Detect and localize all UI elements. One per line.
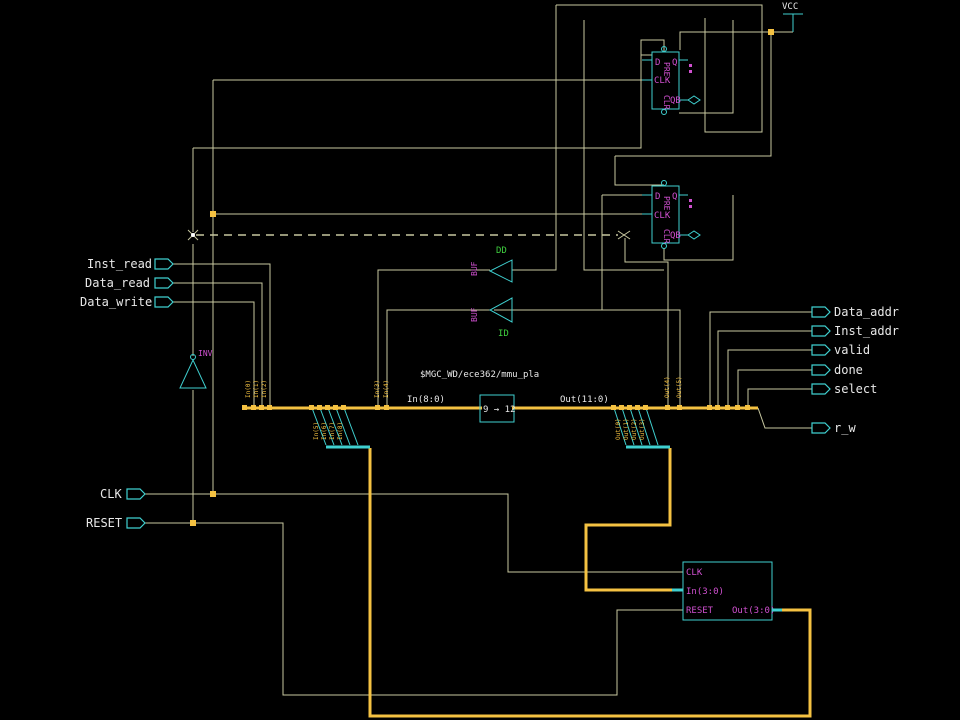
reg-out-pin: Out(3:0)	[732, 606, 775, 616]
input-port-data-read[interactable]: Data_read	[85, 276, 174, 290]
svg-text:In(0): In(0)	[245, 380, 252, 398]
vcc-label: VCC	[782, 2, 798, 12]
input-data-read-label: Data_read	[85, 276, 150, 290]
output-port-select[interactable]: select	[811, 382, 877, 396]
input-port-inst-read[interactable]: Inst_read	[87, 257, 174, 271]
state-register[interactable]: CLK In(3:0) RESET Out(3:0)	[672, 561, 782, 621]
svg-text:In(1): In(1)	[253, 380, 260, 398]
ff2-qb-pin: QB	[670, 231, 681, 241]
vcc-symbol: VCC	[782, 2, 803, 32]
input-clk-label: CLK	[100, 487, 122, 501]
svg-text:In(2): In(2)	[261, 380, 268, 398]
svg-text:Out(0): Out(0)	[615, 418, 622, 440]
output-data-addr-label: Data_addr	[834, 305, 899, 319]
reg-clk-pin: CLK	[686, 568, 703, 578]
reg-reset-pin: RESET	[686, 606, 714, 616]
svg-text:In(5): In(5)	[313, 422, 320, 440]
flipflop-1[interactable]: D CLK Q QB PRE CLR	[642, 46, 701, 115]
svg-text:In(4): In(4)	[383, 380, 390, 398]
output-port-r-w[interactable]: r_w	[811, 421, 856, 435]
net-cross-marker-right	[617, 230, 631, 240]
pla-out-bus-label: Out(11:0)	[560, 395, 609, 405]
input-port-reset[interactable]: RESET	[86, 516, 146, 530]
input-inst-read-label: Inst_read	[87, 257, 152, 271]
svg-text:In(7): In(7)	[329, 422, 336, 440]
svg-text:Out(2): Out(2)	[631, 418, 638, 440]
output-port-data-addr[interactable]: Data_addr	[811, 305, 899, 319]
input-data-write-label: Data_write	[80, 295, 152, 309]
svg-text:Out(1): Out(1)	[623, 418, 630, 440]
ff2-clk-pin: CLK	[654, 211, 671, 221]
svg-text:BUF: BUF	[470, 261, 479, 276]
bus-bit-labels: In(0) In(1) In(2) In(3) In(4) Out(4) Out…	[245, 376, 683, 440]
output-valid-label: valid	[834, 343, 870, 357]
input-port-data-write[interactable]: Data_write	[80, 295, 174, 309]
thin-wires	[145, 4, 812, 696]
output-port-done[interactable]: done	[811, 363, 863, 377]
output-inst-addr-label: Inst_addr	[834, 324, 899, 338]
svg-text:In(6): In(6)	[321, 422, 328, 440]
svg-text:Out(5): Out(5)	[676, 376, 683, 398]
ff1-q-pin: Q	[672, 58, 677, 68]
junction-dots	[190, 29, 774, 526]
net-cross-marker-left	[187, 229, 199, 241]
reg-in-pin: In(3:0)	[686, 587, 724, 597]
output-done-label: done	[834, 363, 863, 377]
reset-inverter[interactable]: INV	[179, 349, 213, 389]
svg-text:BUF: BUF	[470, 307, 479, 322]
ff1-qb-pin: QB	[670, 96, 681, 106]
svg-text:PRE: PRE	[662, 62, 671, 77]
svg-text:In(3): In(3)	[374, 380, 381, 398]
svg-text:INV: INV	[198, 349, 213, 358]
output-r-w-label: r_w	[834, 421, 856, 435]
ff2-q-pin: Q	[672, 192, 677, 202]
ff2-d-pin: D	[655, 192, 660, 202]
output-port-valid[interactable]: valid	[811, 343, 870, 357]
svg-text:Out(4): Out(4)	[664, 376, 671, 398]
svg-text:Out(3): Out(3)	[639, 418, 646, 440]
pla-path-label: $MGC_WD/ece362/mmu_pla	[420, 370, 539, 380]
pla-block[interactable]: 9 → 12 $MGC_WD/ece362/mmu_pla In(8:0) Ou…	[407, 370, 609, 423]
input-reset-label: RESET	[86, 516, 122, 530]
bus-taps	[242, 405, 750, 410]
output-select-label: select	[834, 382, 877, 396]
input-port-clk[interactable]: CLK	[100, 487, 146, 501]
flipflop-2[interactable]: D CLK Q QB PRE CLR	[642, 180, 701, 249]
output-port-inst-addr[interactable]: Inst_addr	[811, 324, 899, 338]
buffer-dd[interactable]: DD BUF	[470, 246, 513, 283]
svg-text:PRE: PRE	[662, 196, 671, 211]
svg-text:CLR: CLR	[662, 229, 671, 244]
pla-in-bus-label: In(8:0)	[407, 395, 445, 405]
ff1-clk-pin: CLK	[654, 76, 671, 86]
svg-text:CLR: CLR	[662, 95, 671, 110]
bus-rippers	[311, 407, 670, 449]
pla-box-label: 9 → 12	[483, 405, 516, 415]
ff1-d-pin: D	[655, 58, 660, 68]
buffer-id-label: ID	[498, 329, 509, 339]
buffer-id[interactable]: ID BUF	[470, 297, 513, 339]
buffer-dd-label: DD	[496, 246, 507, 256]
svg-text:In(8): In(8)	[337, 422, 344, 440]
